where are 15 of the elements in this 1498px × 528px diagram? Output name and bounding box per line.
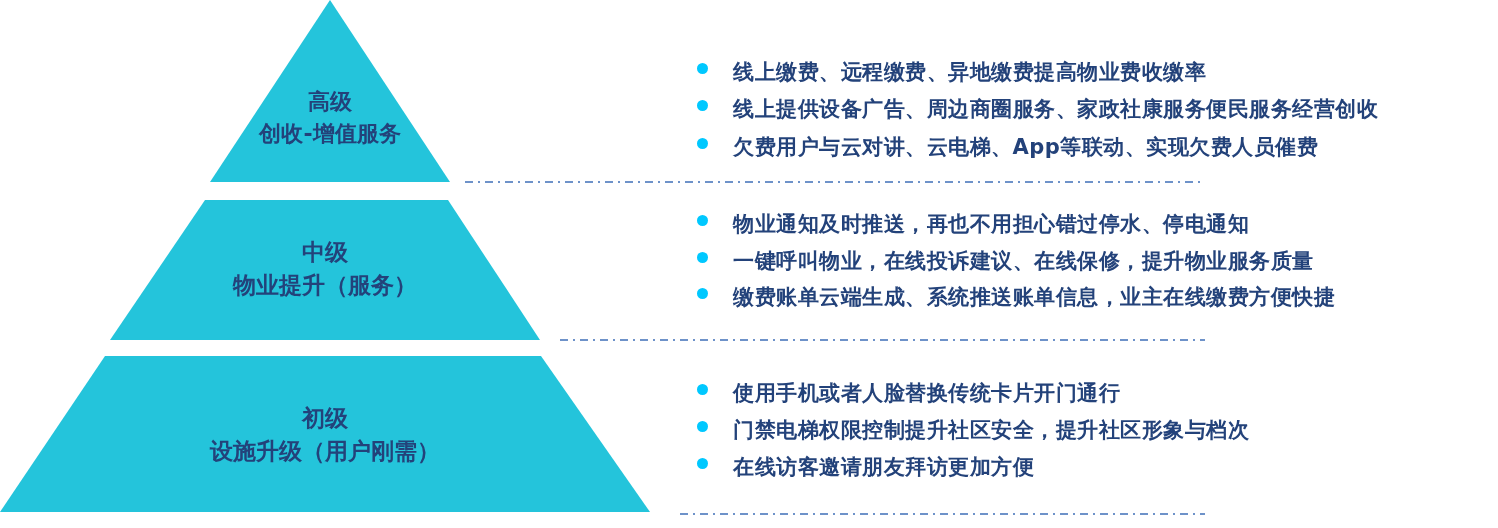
tier-title: 初级: [302, 404, 348, 433]
tier-subtitle: 设施升级（用户刚需）: [210, 437, 440, 467]
bullet-text: 一键呼叫物业，在线投诉建议、在线保修，提升物业服务质量: [733, 248, 1314, 275]
bullet-text: 在线访客邀请朋友拜访更加方便: [733, 454, 1034, 481]
bullet-text: 使用手机或者人脸替换传统卡片开门通行: [733, 380, 1120, 407]
bullet-text: 线上提供设备广告、周边商圈服务、家政社康服务便民服务经营创收: [733, 96, 1378, 123]
bullet-text: 缴费账单云端生成、系统推送账单信息，业主在线缴费方便快捷: [733, 284, 1335, 311]
tier-subtitle: 物业提升（服务）: [233, 271, 417, 301]
tier-title: 高级: [308, 88, 352, 116]
tier-title: 中级: [302, 238, 348, 267]
tier-subtitle: 创收-增值服务: [259, 119, 401, 148]
bullet-text: 欠费用户与云对讲、云电梯、App等联动、实现欠费人员催费: [733, 134, 1319, 161]
bullet-text: 线上缴费、远程缴费、异地缴费提高物业费收缴率: [733, 59, 1206, 86]
bullet-text: 物业通知及时推送，再也不用担心错过停水、停电通知: [733, 211, 1249, 238]
bullet-text: 门禁电梯权限控制提升社区安全，提升社区形象与档次: [733, 417, 1249, 444]
